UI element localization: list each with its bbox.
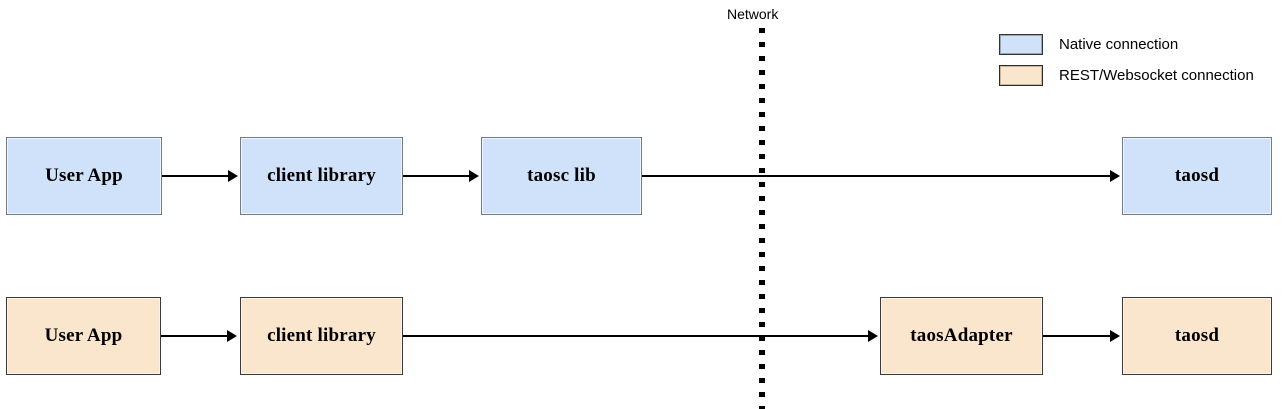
arrowhead-native-taosclib-to-taosd <box>1110 170 1120 182</box>
network-label: Network <box>727 6 779 22</box>
arrowhead-native-userapp-to-clientlibrary <box>228 170 238 182</box>
edge-native-userapp-to-clientlibrary <box>162 175 230 177</box>
edge-rest-userapp-to-clientlibrary <box>161 335 229 337</box>
arrowhead-native-clientlibrary-to-taosclib <box>469 170 479 182</box>
legend-label-rest: REST/Websocket connection <box>1059 66 1254 84</box>
node-native-client-library: client library <box>240 137 403 215</box>
native-swatch-icon <box>999 33 1043 55</box>
arrowhead-rest-taosadapter-to-taosd <box>1110 330 1120 342</box>
legend-item-native: Native connection <box>999 33 1254 55</box>
node-native-taosc-lib: taosc lib <box>481 137 642 215</box>
node-rest-taosd: taosd <box>1122 297 1272 375</box>
node-rest-user-app: User App <box>6 297 161 375</box>
node-rest-taosadapter: taosAdapter <box>880 297 1043 375</box>
rest-swatch-icon <box>999 64 1043 86</box>
arrowhead-rest-userapp-to-clientlibrary <box>227 330 237 342</box>
edge-rest-taosadapter-to-taosd <box>1043 335 1112 337</box>
edge-native-clientlibrary-to-taoscli b <box>403 175 471 177</box>
edge-native-taosclib-to-taosd <box>642 175 1112 177</box>
legend-label-native: Native connection <box>1059 35 1179 53</box>
edge-rest-clientlibrary-to-taosadapter <box>403 335 869 337</box>
legend: Native connection REST/Websocket connect… <box>999 33 1254 95</box>
legend-item-rest: REST/Websocket connection <box>999 64 1254 86</box>
network-divider-dotted-line <box>759 28 765 409</box>
node-native-user-app: User App <box>6 137 162 215</box>
arrowhead-rest-clientlibrary-to-taosadapter <box>868 330 878 342</box>
node-native-taosd: taosd <box>1122 137 1272 215</box>
node-rest-client-library: client library <box>240 297 403 375</box>
